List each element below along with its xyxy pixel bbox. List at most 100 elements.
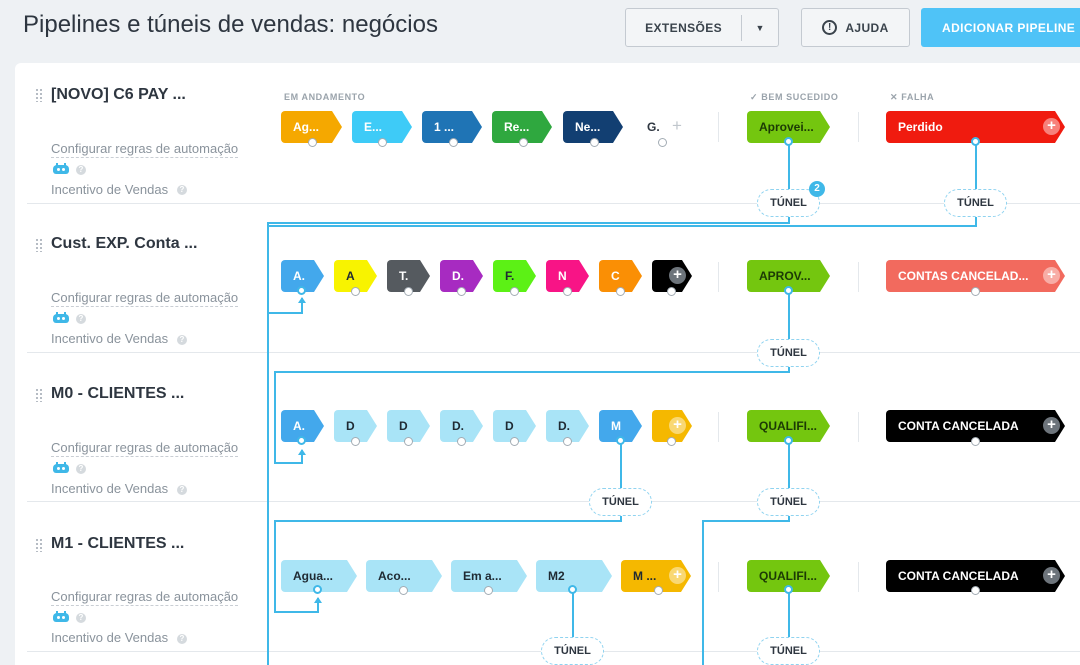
pipeline-name[interactable]: M1 - CLIENTES ... [51,535,185,552]
connector-node[interactable] [457,437,466,446]
success-stage[interactable]: Aprovei... [747,111,830,143]
add-icon[interactable]: + [1043,267,1060,284]
automation-rules-link[interactable]: Configurar regras de automação [51,290,239,307]
stage[interactable]: D. [546,410,589,442]
add-icon[interactable]: + [1043,417,1060,434]
automation-rules-link[interactable]: Configurar regras de automação [51,589,239,606]
help-icon[interactable]: ? [76,314,86,324]
tunnel-button[interactable]: TÚNEL [944,189,1007,217]
stage[interactable]: 1 ... [422,111,482,143]
connector-node[interactable] [404,287,413,296]
help-icon[interactable]: ? [177,485,187,495]
stage[interactable]: D [334,410,377,442]
stage[interactable]: A [334,260,377,292]
stage[interactable] [652,410,692,442]
connector-node[interactable] [971,137,980,146]
pipeline-name[interactable]: Cust. EXP. Conta ... [51,235,198,252]
stage[interactable]: F. [493,260,536,292]
connector-node[interactable] [297,286,306,295]
help-icon[interactable]: ? [76,165,86,175]
connector-node[interactable] [510,437,519,446]
pipeline-name[interactable]: M0 - CLIENTES ... [51,385,185,402]
connector-node[interactable] [449,138,458,147]
help-icon[interactable]: ? [76,613,86,623]
sales-incentive-label[interactable]: Incentivo de Vendas [51,481,169,496]
connector-node[interactable] [784,436,793,445]
sales-incentive-label[interactable]: Incentivo de Vendas [51,182,169,197]
stage[interactable]: M ... [621,560,691,592]
connector-node[interactable] [399,586,408,595]
help-button[interactable]: ! AJUDA [801,8,910,47]
connector-node[interactable] [568,585,577,594]
help-icon[interactable]: ? [177,634,187,644]
automation-rules-link[interactable]: Configurar regras de automação [51,141,239,158]
add-stage-icon[interactable]: + [669,417,686,434]
tunnel-button[interactable]: TÚNEL [589,488,652,516]
success-stage[interactable]: QUALIFI... [747,410,830,442]
connector-node[interactable] [654,586,663,595]
add-stage-icon[interactable]: + [669,267,686,284]
tunnel-button[interactable]: TÚNEL [757,637,820,665]
fail-stage[interactable]: CONTA CANCELADA [886,410,1065,442]
help-icon[interactable]: ? [177,335,187,345]
connector-node[interactable] [784,137,793,146]
stage[interactable]: N [546,260,589,292]
connector-node[interactable] [457,287,466,296]
stage[interactable]: D [493,410,536,442]
connector-node[interactable] [351,437,360,446]
stage[interactable]: D. [440,260,483,292]
connector-node[interactable] [308,138,317,147]
connector-node[interactable] [404,437,413,446]
connector-node[interactable] [351,287,360,296]
connector-node[interactable] [510,287,519,296]
stage[interactable]: E... [352,111,412,143]
connector-node[interactable] [971,437,980,446]
connector-node[interactable] [563,437,572,446]
connector-node[interactable] [616,287,625,296]
tunnel-button[interactable]: TÚNEL [541,637,604,665]
add-icon[interactable]: + [1043,118,1060,135]
add-pipeline-button[interactable]: ADICIONAR PIPELINE [921,8,1080,47]
sales-incentive-label[interactable]: Incentivo de Vendas [51,630,169,645]
connector-node[interactable] [563,287,572,296]
stage[interactable]: Agua... [281,560,357,592]
drag-handle-icon[interactable] [35,238,43,252]
connector-node[interactable] [313,585,322,594]
help-icon[interactable]: ? [76,464,86,474]
stage[interactable]: Re... [492,111,552,143]
pipeline-name[interactable]: [NOVO] C6 PAY ... [51,86,186,103]
drag-handle-icon[interactable] [35,88,43,102]
stage[interactable]: D [387,410,430,442]
stage[interactable]: C [599,260,642,292]
add-stage-icon[interactable]: + [672,116,682,135]
connector-node[interactable] [667,437,676,446]
stage[interactable]: Ag... [281,111,342,143]
add-stage-icon[interactable]: + [669,567,686,584]
connector-node[interactable] [971,586,980,595]
stage[interactable]: Ne... [563,111,623,143]
connector-node[interactable] [971,287,980,296]
connector-node[interactable] [484,586,493,595]
connector-node[interactable] [784,585,793,594]
tunnel-button[interactable]: TÚNEL [757,488,820,516]
connector-node[interactable] [658,138,667,147]
fail-stage[interactable]: CONTAS CANCELAD... [886,260,1065,292]
connector-node[interactable] [616,436,625,445]
add-icon[interactable]: + [1043,567,1060,584]
connector-node[interactable] [519,138,528,147]
tunnel-button[interactable]: TÚNEL [757,189,820,217]
tunnel-button[interactable]: TÚNEL [757,339,820,367]
extensions-button[interactable]: EXTENSÕES ▼ [625,8,779,47]
stage[interactable]: D. [440,410,483,442]
connector-node[interactable] [297,436,306,445]
help-icon[interactable]: ? [177,185,187,195]
connector-node[interactable] [784,286,793,295]
sales-incentive-label[interactable]: Incentivo de Vendas [51,331,169,346]
drag-handle-icon[interactable] [35,538,43,552]
chevron-down-icon[interactable]: ▼ [755,22,765,33]
drag-handle-icon[interactable] [35,388,43,402]
stage[interactable]: G. [635,111,675,143]
connector-node[interactable] [667,287,676,296]
stage[interactable]: T. [387,260,430,292]
automation-rules-link[interactable]: Configurar regras de automação [51,440,239,457]
